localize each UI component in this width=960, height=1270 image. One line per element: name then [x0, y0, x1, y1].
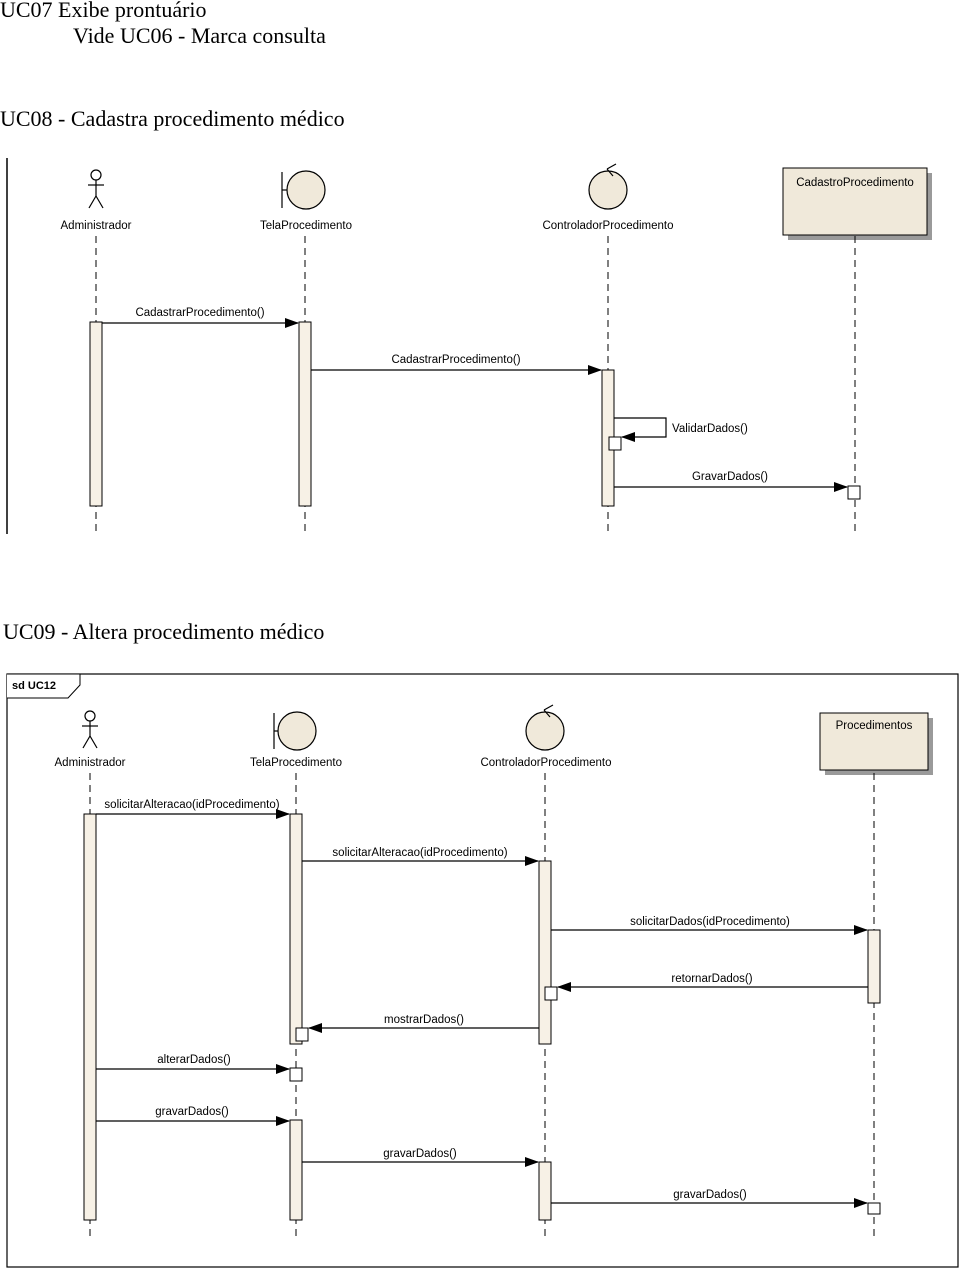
uc08-boundary-label: TelaProcedimento [260, 220, 352, 232]
uc09-msg8-label: gravarDados() [383, 1148, 457, 1160]
uc08-entity-label: CadastroProcedimento [796, 177, 914, 189]
uc09-entity-box [819, 712, 929, 771]
uc08-entity-box [782, 167, 928, 236]
uc09-frame [6, 673, 959, 1268]
uc09-msg3-label: solicitarDados(idProcedimento) [630, 916, 790, 928]
uc08-activations [89, 321, 861, 507]
uc09-boundary-icon [273, 711, 317, 751]
uc09-boundary-label: TelaProcedimento [250, 757, 342, 769]
uc09-actor-icon [82, 710, 98, 749]
uc09-msg2-label: solicitarAlteracao(idProcedimento) [332, 847, 507, 859]
uc09-heading: UC09 - Altera procedimento médico [3, 619, 325, 644]
uc09-msg4-label: retornarDados() [671, 973, 752, 985]
uc09-lifelines [89, 773, 875, 1240]
uc08-msg3-self-arrow [614, 417, 667, 442]
uc09-msg6-label: alterarDados() [157, 1054, 231, 1066]
uc09-actor-label: Administrador [55, 757, 126, 769]
uc09-frame-title: sd UC12 [12, 680, 56, 692]
uc09-msg5-label: mostrarDados() [384, 1014, 464, 1026]
uc08-actor-label: Administrador [61, 220, 132, 232]
uc07-heading: UC07 Exibe prontuário [0, 0, 207, 22]
uc08-actor-icon [88, 169, 104, 209]
uc08-lifelines [95, 236, 856, 534]
uc09-entity-label: Procedimentos [836, 720, 913, 732]
uc09-msg1-label: solicitarAlteracao(idProcedimento) [104, 799, 279, 811]
uc08-msg3-label: ValidarDados() [672, 423, 748, 435]
uc08-control-label: ControladorProcedimento [542, 220, 673, 232]
uc08-msg4-label: GravarDados() [692, 471, 768, 483]
uc09-frame-tab [7, 673, 81, 699]
uc09-diagram: sd UC12 Administrador TelaProcedimento C… [6, 673, 959, 1268]
uc08-control-icon [588, 163, 628, 210]
uc09-activations [83, 813, 881, 1221]
uc08-diagram: Administrador TelaProcedimento Controlad… [6, 158, 932, 534]
uc09-control-icon [525, 704, 565, 751]
uc08-msg1-label: CadastrarProcedimento() [135, 307, 264, 319]
uc09-msg9-label: gravarDados() [673, 1189, 747, 1201]
uc08-boundary-icon [281, 170, 326, 210]
uc09-control-label: ControladorProcedimento [480, 757, 611, 769]
uc08-msg2-label: CadastrarProcedimento() [391, 354, 520, 366]
uc09-msg7-label: gravarDados() [155, 1106, 229, 1118]
uc07-reference: Vide UC06 - Marca consulta [73, 23, 326, 48]
uc08-heading: UC08 - Cadastra procedimento médico [0, 106, 345, 131]
